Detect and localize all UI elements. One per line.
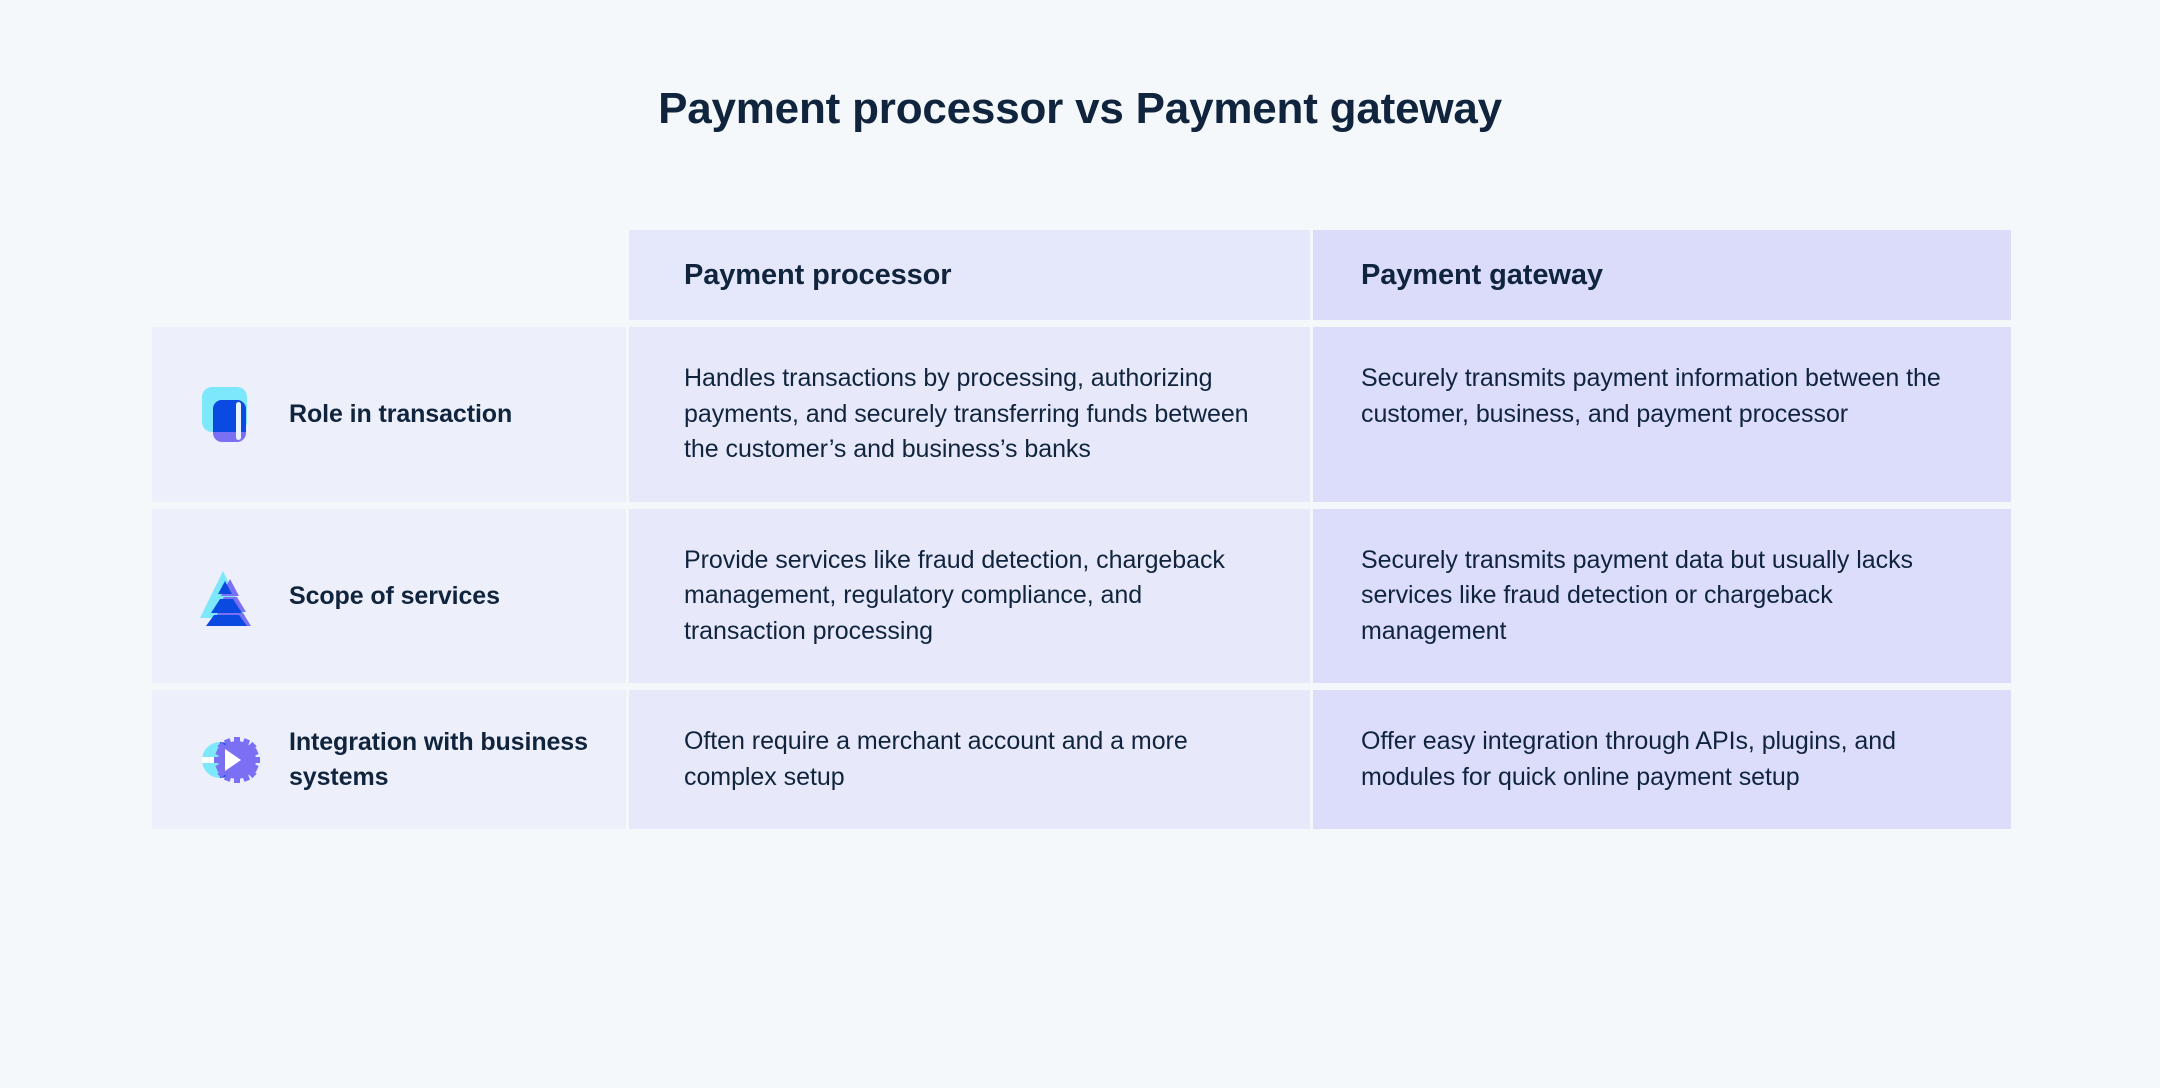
header-cell-payment-processor: Payment processor (629, 230, 1310, 320)
row-label-text: Integration with business systems (289, 728, 588, 791)
row-label-text: Role in transaction (289, 400, 513, 428)
row-gap (152, 320, 2008, 327)
row-cell-processor: Often require a merchant account and a m… (629, 690, 1310, 829)
page-title: Payment processor vs Payment gateway (658, 84, 1502, 133)
row-gap (152, 683, 2008, 690)
row-cell-gateway: Securely transmits payment data but usua… (1313, 508, 2011, 683)
pyramid-layers-icon (199, 565, 261, 627)
row-cell-gateway: Securely transmits payment information b… (1313, 327, 2011, 502)
header-label-a: Payment processor (684, 258, 952, 291)
table-header-row: Payment processor Payment gateway (152, 230, 2011, 320)
row-cell-processor: Handles transactions by processing, auth… (629, 327, 1310, 502)
row-label-text: Scope of services (289, 581, 500, 610)
cell-text: Provide services like fraud detection, c… (684, 545, 1225, 645)
table-row: Role in transaction Handles transactions… (152, 327, 2011, 502)
cell-text: Securely transmits payment information b… (1361, 364, 1941, 428)
gear-arrow-icon (199, 729, 261, 791)
header-label-b: Payment gateway (1361, 258, 1603, 291)
cell-text: Handles transactions by processing, auth… (684, 364, 1249, 463)
row-cell-processor: Provide services like fraud detection, c… (629, 508, 1310, 683)
cell-text: Securely transmits payment data but usua… (1361, 545, 1913, 645)
table-row: Scope of services Provide services like … (152, 508, 2011, 683)
cell-text: Often require a merchant account and a m… (684, 727, 1188, 791)
cell-text: Offer easy integration through APIs, plu… (1361, 727, 1896, 791)
card-book-icon (199, 383, 261, 445)
header-cell-payment-gateway: Payment gateway (1313, 230, 2011, 320)
table-row: Integration with business systems Often … (152, 690, 2011, 829)
row-label-cell: Integration with business systems (152, 690, 626, 829)
row-gap (152, 502, 2008, 509)
row-label-cell: Scope of services (152, 508, 626, 683)
header-label-cell (152, 230, 626, 320)
row-label-cell: Role in transaction (152, 327, 626, 502)
comparison-table: Payment processor Payment gateway R (152, 230, 2011, 829)
row-cell-gateway: Offer easy integration through APIs, plu… (1313, 690, 2011, 829)
